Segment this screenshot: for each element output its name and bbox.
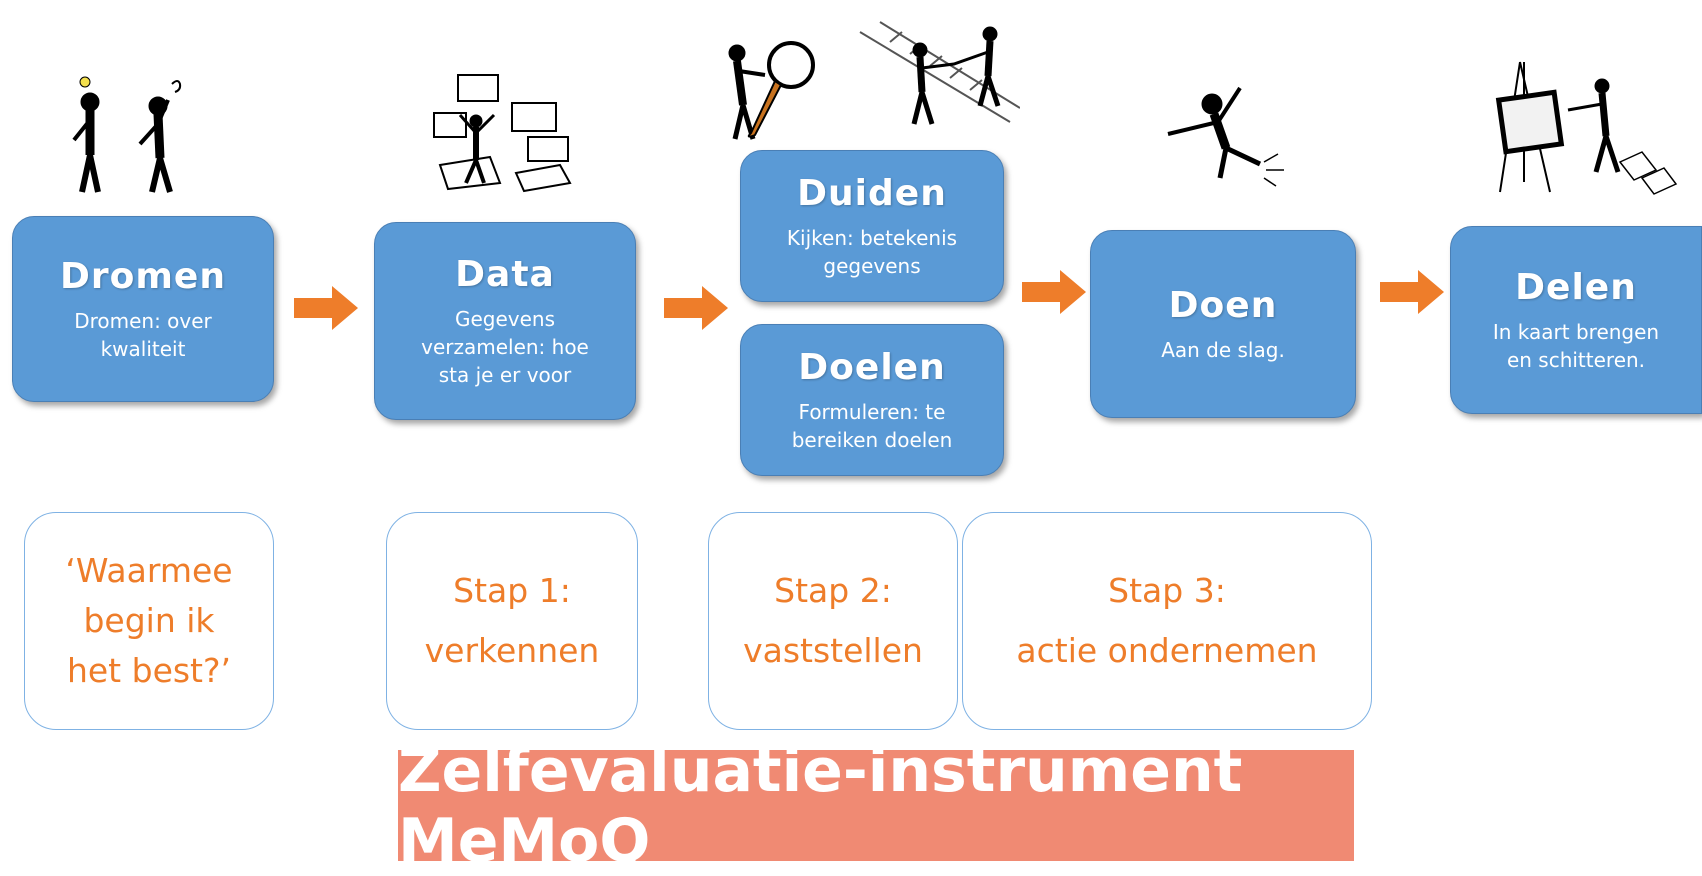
box-doelen-title: Doelen <box>798 346 946 388</box>
box-doelen-desc: Formuleren: te bereiken doelen <box>791 399 953 452</box>
step-2-label: Stap 2: <box>774 571 892 610</box>
jumping-person-icon <box>1167 86 1284 187</box>
box-dromen: Dromen Dromen: over kwaliteit <box>12 216 274 402</box>
box-data-title: Data <box>455 253 555 295</box>
box-delen-desc: In kaart brengen en schitteren. <box>1492 319 1660 372</box>
box-duiden-title: Duiden <box>797 172 947 214</box>
step-1-text: verkennen <box>424 631 600 670</box>
box-delen: Delen In kaart brengen en schitteren. <box>1450 226 1702 414</box>
idea-person-icon <box>72 76 182 193</box>
step-1: Stap 1: verkennen <box>386 512 638 730</box>
box-duiden: Duiden Kijken: betekenis gegevens <box>740 150 1004 302</box>
box-doen-desc: Aan de slag. <box>1161 337 1285 362</box>
arrow-right-icon <box>1380 270 1444 314</box>
box-doelen: Doelen Formuleren: te bereiken doelen <box>740 324 1004 476</box>
step-begin-line3: het best?’ <box>66 651 232 690</box>
title-banner: Zelfevaluatie-instrument MeMoQ <box>398 736 1354 876</box>
painting-easel-icon <box>1495 61 1678 195</box>
step-3-text: actie ondernemen <box>1016 631 1318 670</box>
step-begin-line2: begin ik <box>83 601 215 640</box>
step-3: Stap 3: actie ondernemen <box>962 512 1372 730</box>
box-doen-title: Doen <box>1168 284 1278 326</box>
box-delen-title: Delen <box>1515 266 1637 308</box>
box-dromen-title: Dromen <box>60 255 226 297</box>
step-2: Stap 2: vaststellen <box>708 512 958 730</box>
step-3-label: Stap 3: <box>1108 571 1226 610</box>
box-dromen-desc: Dromen: over kwaliteit <box>74 308 212 361</box>
step-2-text: vaststellen <box>743 631 923 670</box>
papers-person-icon <box>433 74 572 193</box>
arrow-right-icon <box>664 286 728 330</box>
step-1-label: Stap 1: <box>453 571 571 610</box>
step-begin-line1: ‘Waarmee <box>65 551 233 590</box>
box-data: Data Gegevens verzamelen: hoe sta je er … <box>374 222 636 420</box>
step-begin: ‘Waarmee begin ik het best?’ <box>24 512 274 730</box>
handshake-ladder-icon <box>859 21 1020 125</box>
arrow-right-icon <box>294 286 358 330</box>
box-doen: Doen Aan de slag. <box>1090 230 1356 418</box>
arrow-right-icon <box>1022 270 1086 314</box>
magnifier-person-icon <box>728 41 815 140</box>
box-duiden-desc: Kijken: betekenis gegevens <box>786 225 958 278</box>
box-data-desc: Gegevens verzamelen: hoe sta je er voor <box>421 306 589 387</box>
